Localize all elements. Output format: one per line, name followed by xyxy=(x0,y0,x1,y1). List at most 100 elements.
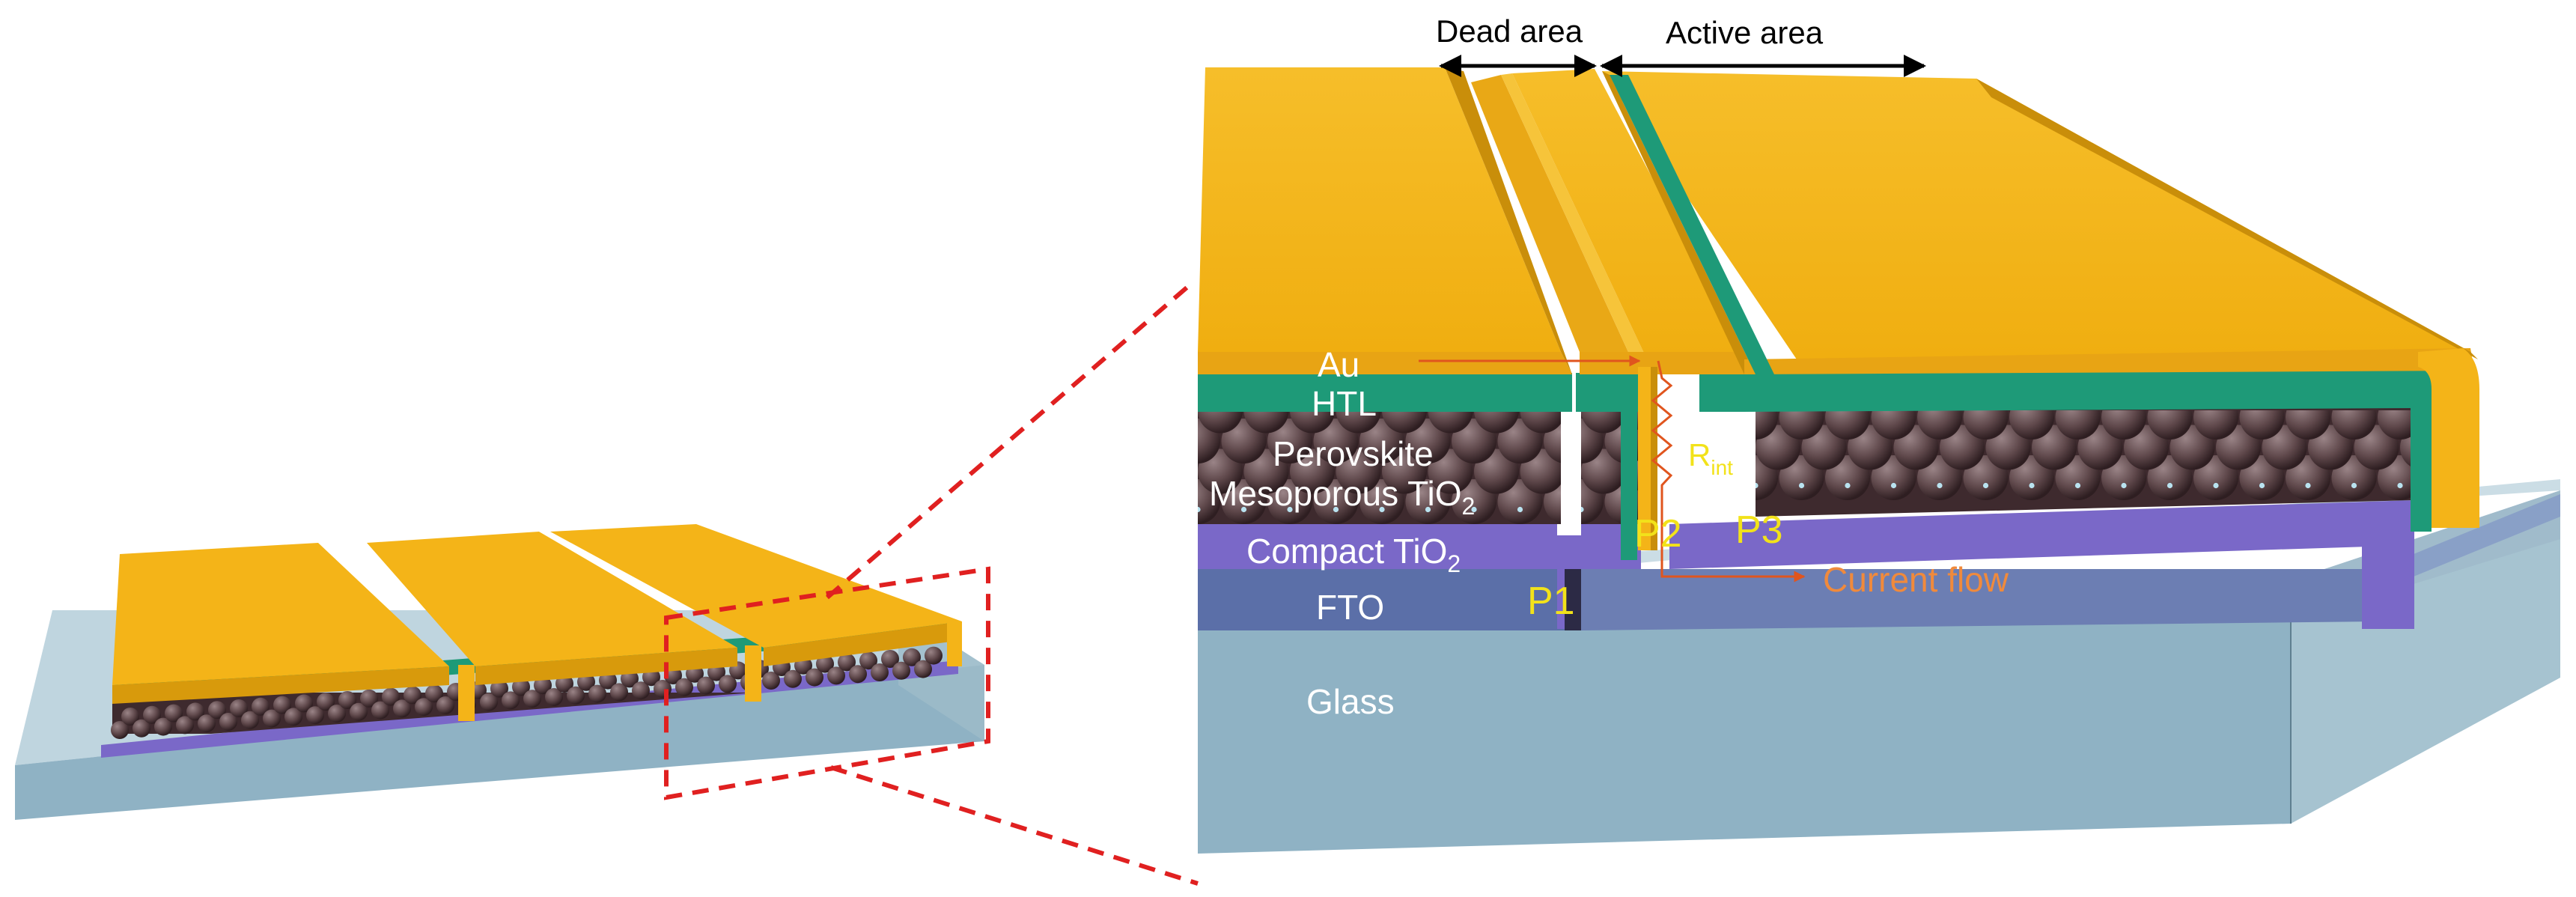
perovskite-sphere xyxy=(1963,410,2009,440)
gold-strip-left-front xyxy=(1198,352,1572,374)
au-label: Au xyxy=(1318,345,1359,384)
zoom-guide-top xyxy=(826,282,1192,600)
perovskite-sphere xyxy=(2331,410,2377,440)
small-perovskite-sphere xyxy=(675,678,693,696)
small-perovskite-sphere xyxy=(121,708,139,726)
small-perovskite-sphere xyxy=(350,702,368,721)
htl-vertical-1 xyxy=(1621,373,1637,560)
small-perovskite-sphere xyxy=(925,646,943,665)
small-perovskite-sphere xyxy=(490,679,508,698)
perovskite-sphere xyxy=(1428,410,1473,434)
small-perovskite-sphere xyxy=(762,672,780,690)
htl-layer-right xyxy=(1744,367,2414,412)
perovskite-sphere xyxy=(2193,410,2238,440)
small-interconnect-2 xyxy=(745,645,761,702)
tio2-dot xyxy=(2259,482,2265,489)
tio2-dot xyxy=(2029,482,2035,489)
small-perovskite-sphere xyxy=(816,654,834,673)
small-perovskite-sphere xyxy=(306,706,324,725)
p1-scribe xyxy=(1565,569,1581,630)
rint-subscript: int xyxy=(1711,456,1733,479)
tio2-dot xyxy=(1198,506,1201,513)
small-perovskite-sphere xyxy=(219,713,237,731)
small-perovskite-sphere xyxy=(859,651,877,670)
small-perovskite-sphere xyxy=(806,668,823,687)
dead-area-label: Dead area xyxy=(1436,13,1583,49)
small-perovskite-sphere xyxy=(545,688,563,706)
small-perovskite-sphere xyxy=(415,698,433,717)
compact-layer-right xyxy=(1669,500,2414,569)
perovskite-spheres-right xyxy=(1756,410,2414,500)
small-gold-strip-2 xyxy=(367,532,737,666)
small-perovskite-sphere xyxy=(425,684,443,703)
perovskite-spheres-left xyxy=(1198,410,1561,524)
perovskite-sphere xyxy=(2378,410,2414,440)
compact-subscript: 2 xyxy=(1447,550,1461,577)
tio2-dot xyxy=(2121,482,2127,489)
small-perovskite-sphere xyxy=(567,686,585,705)
gold-fold-2 xyxy=(1501,73,1647,359)
fto-label: FTO xyxy=(1316,588,1384,627)
tio2-dot xyxy=(2397,482,2403,489)
small-perovskite-sphere xyxy=(404,686,421,705)
gold-strip-right-edge xyxy=(1602,71,1756,374)
small-perovskite-sphere xyxy=(208,701,226,720)
fto-layer-right xyxy=(1581,569,2377,630)
perovskite-sphere xyxy=(1198,410,1243,434)
small-module xyxy=(15,524,990,820)
small-gold-strip-1 xyxy=(112,543,449,685)
small-glass-front xyxy=(15,665,984,820)
small-perovskite-sphere xyxy=(632,681,650,700)
current-flow-label: Current flow xyxy=(1823,560,2009,599)
p3-label: P3 xyxy=(1735,508,1783,552)
gold-fold xyxy=(1471,75,1628,352)
tio2-dot xyxy=(1982,482,1989,489)
perovskite-sphere xyxy=(1581,410,1626,434)
small-perovskite-sphere xyxy=(111,721,129,739)
zoom-box xyxy=(664,566,990,800)
small-perovskite-sphere xyxy=(827,666,845,685)
tio2-dot xyxy=(1798,482,1805,489)
htl-label: HTL xyxy=(1312,384,1377,423)
small-perovskite-sphere xyxy=(610,683,628,702)
perovskite-sphere xyxy=(1290,410,1335,434)
gold-strip-right-top xyxy=(1602,71,2470,359)
htl-vertical-2 xyxy=(2411,371,2432,532)
perovskite-sphere xyxy=(1382,410,1427,434)
compact-step-2 xyxy=(2362,517,2414,629)
perovskite-sphere xyxy=(1243,410,1289,434)
compact-layer-left xyxy=(1198,524,1557,569)
perovskite-sphere xyxy=(1756,410,1778,440)
small-perovskite-sphere xyxy=(914,660,932,678)
small-perovskite-sphere xyxy=(328,705,346,723)
small-perovskite-sphere xyxy=(588,684,606,703)
small-perovskite-sphere xyxy=(555,675,573,693)
small-perovskite-sphere xyxy=(512,678,530,696)
tio2-dot xyxy=(1845,482,1851,489)
small-perovskite-sphere xyxy=(523,690,541,708)
p2-label: P2 xyxy=(1634,512,1682,556)
small-perovskite-sphere xyxy=(849,665,867,684)
small-perovskite-sphere xyxy=(784,669,802,688)
gold-strip-mid-top xyxy=(1512,69,1744,359)
small-interconnect-3 xyxy=(947,621,962,666)
small-interconnect-1 xyxy=(458,665,475,721)
perovskite-sphere xyxy=(2055,410,2101,440)
small-perovskite-sphere xyxy=(133,719,150,738)
small-perovskite-sphere xyxy=(165,704,183,723)
tio2-dot xyxy=(1890,482,1897,489)
small-gold-strip-3-front xyxy=(764,621,962,666)
glass-front xyxy=(1198,580,2291,854)
zoomed-module xyxy=(1198,55,2560,854)
perovskite-sphere xyxy=(2147,410,2193,440)
small-perovskite-sphere xyxy=(154,717,172,736)
tio2-dot xyxy=(2074,482,2081,489)
small-perovskite-sphere xyxy=(338,691,356,709)
small-perovskite-sphere xyxy=(317,693,335,711)
gold-groove-left xyxy=(1445,67,1572,374)
small-gold-strip-2-front xyxy=(475,648,737,685)
small-perovskite-sphere xyxy=(143,705,161,724)
small-perovskite-sphere xyxy=(697,676,715,695)
tio2-dot xyxy=(1240,506,1247,513)
